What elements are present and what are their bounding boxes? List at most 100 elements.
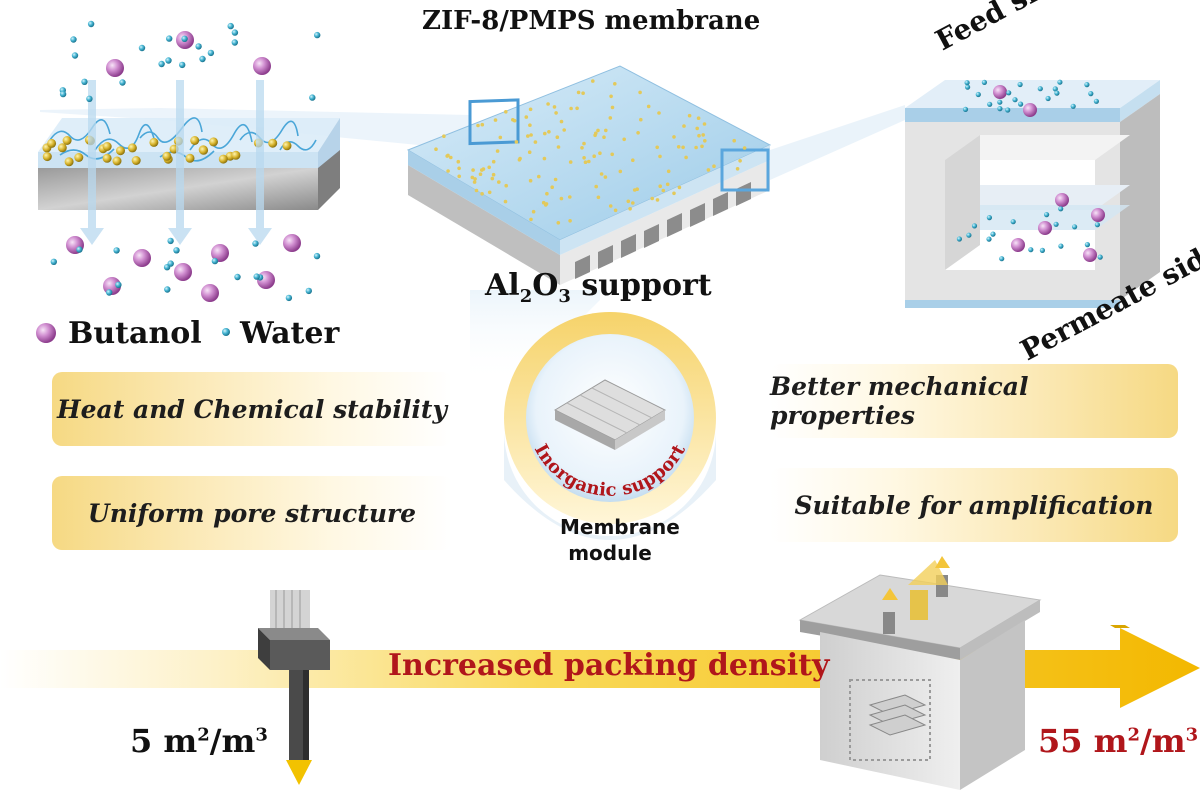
water-molecule xyxy=(975,91,981,98)
butanol-molecule xyxy=(201,284,219,302)
zif-particle xyxy=(672,191,676,196)
zif-particle xyxy=(57,143,67,153)
zif-particle xyxy=(706,168,711,172)
zif-particle xyxy=(636,131,640,135)
butanol-molecule xyxy=(1091,208,1105,222)
water-molecule xyxy=(165,57,172,64)
zif-particle xyxy=(480,192,484,196)
zif-particle xyxy=(639,117,643,122)
zif-particle xyxy=(592,154,596,158)
zif-particle xyxy=(568,195,572,199)
water-molecule xyxy=(211,257,219,265)
water-molecule xyxy=(1094,222,1100,228)
zif-particles-membrane xyxy=(434,79,747,225)
water-molecule xyxy=(167,237,174,245)
zif-particle xyxy=(598,151,602,155)
water-molecule xyxy=(964,80,970,86)
water-molecule xyxy=(252,240,259,247)
water-molecule xyxy=(106,289,113,296)
water-molecule xyxy=(285,294,293,302)
molecules-right xyxy=(956,79,1105,262)
zif-particle xyxy=(702,122,707,126)
permeation-module xyxy=(905,80,1160,308)
zif-particle xyxy=(742,146,747,150)
water-molecule xyxy=(997,99,1003,105)
zif-particle xyxy=(700,144,704,149)
zif-particle xyxy=(528,123,532,127)
zif-particle xyxy=(696,116,701,120)
water-molecule xyxy=(1058,243,1064,249)
property-uniform-pore-structure: Uniform pore structure xyxy=(52,476,452,550)
water-molecule xyxy=(305,287,312,295)
zif-particle xyxy=(608,204,613,208)
butanol-molecule xyxy=(1083,248,1097,262)
water-molecule xyxy=(231,39,238,46)
zif-particle xyxy=(524,115,529,119)
zif-particle xyxy=(529,217,533,222)
water-molecule xyxy=(1088,91,1094,97)
zif-particle xyxy=(533,140,538,144)
zif-particle xyxy=(576,90,581,95)
zif-particle xyxy=(457,174,462,179)
water-molecule xyxy=(138,44,146,52)
zif-particle xyxy=(518,156,522,161)
zif-particle xyxy=(631,201,635,205)
zif-particle xyxy=(514,140,519,144)
zif-particle xyxy=(594,184,598,189)
zif-particle xyxy=(626,199,631,204)
zif-particle xyxy=(209,137,218,147)
zif-particle xyxy=(695,126,699,131)
water-molecule xyxy=(313,252,321,260)
zif-particle xyxy=(480,168,484,172)
zif-particle xyxy=(231,150,241,160)
zif-particle xyxy=(446,169,450,173)
zif-particle xyxy=(445,154,450,158)
zif-particle xyxy=(697,133,701,138)
zif-particle xyxy=(555,135,560,139)
butanol-molecule xyxy=(253,57,271,75)
water-molecule xyxy=(1039,247,1045,253)
membrane-module-label: Membrane module xyxy=(560,515,680,565)
zif-particle xyxy=(712,164,716,168)
zif-particle xyxy=(550,185,554,189)
zif-particle xyxy=(218,154,228,164)
zif-particle xyxy=(559,119,564,124)
zif-particle xyxy=(582,141,586,146)
zif-particle xyxy=(658,154,662,159)
zif-particle xyxy=(474,188,479,193)
water-molecule xyxy=(1017,81,1023,88)
zif-particle xyxy=(610,105,615,110)
zif-particle xyxy=(491,159,496,164)
zif-particle xyxy=(541,200,546,205)
zif-particle xyxy=(556,221,561,225)
water-molecule xyxy=(115,281,122,288)
zif-particle xyxy=(587,159,591,164)
water-molecule xyxy=(1053,221,1059,227)
water-molecule xyxy=(971,223,978,229)
zif-particle xyxy=(655,145,659,150)
zif-particle xyxy=(487,165,492,170)
membrane-title: ZIF-8/PMPS membrane xyxy=(422,6,761,36)
zif-particle xyxy=(544,202,549,206)
zif-particle xyxy=(480,122,485,127)
water-molecule xyxy=(1037,86,1043,92)
zif-particle xyxy=(547,130,551,134)
zif-particle xyxy=(504,183,509,188)
zif-particle xyxy=(545,191,549,196)
butanol-legend-label: Butanol xyxy=(68,316,202,351)
water-molecule xyxy=(87,20,95,28)
butanol-molecule xyxy=(1023,103,1037,117)
water-molecule xyxy=(1093,98,1099,104)
zif-particle xyxy=(635,187,639,191)
zif-particle xyxy=(603,175,608,179)
zif-particle xyxy=(190,136,200,145)
water-legend-marker xyxy=(222,328,230,336)
zif-particle xyxy=(457,166,461,171)
zif-particle xyxy=(529,133,533,137)
water-molecule xyxy=(164,286,171,293)
zif-particle xyxy=(498,135,503,140)
water-molecule xyxy=(1072,224,1078,230)
water-molecule xyxy=(113,247,120,254)
water-molecule xyxy=(50,258,57,265)
